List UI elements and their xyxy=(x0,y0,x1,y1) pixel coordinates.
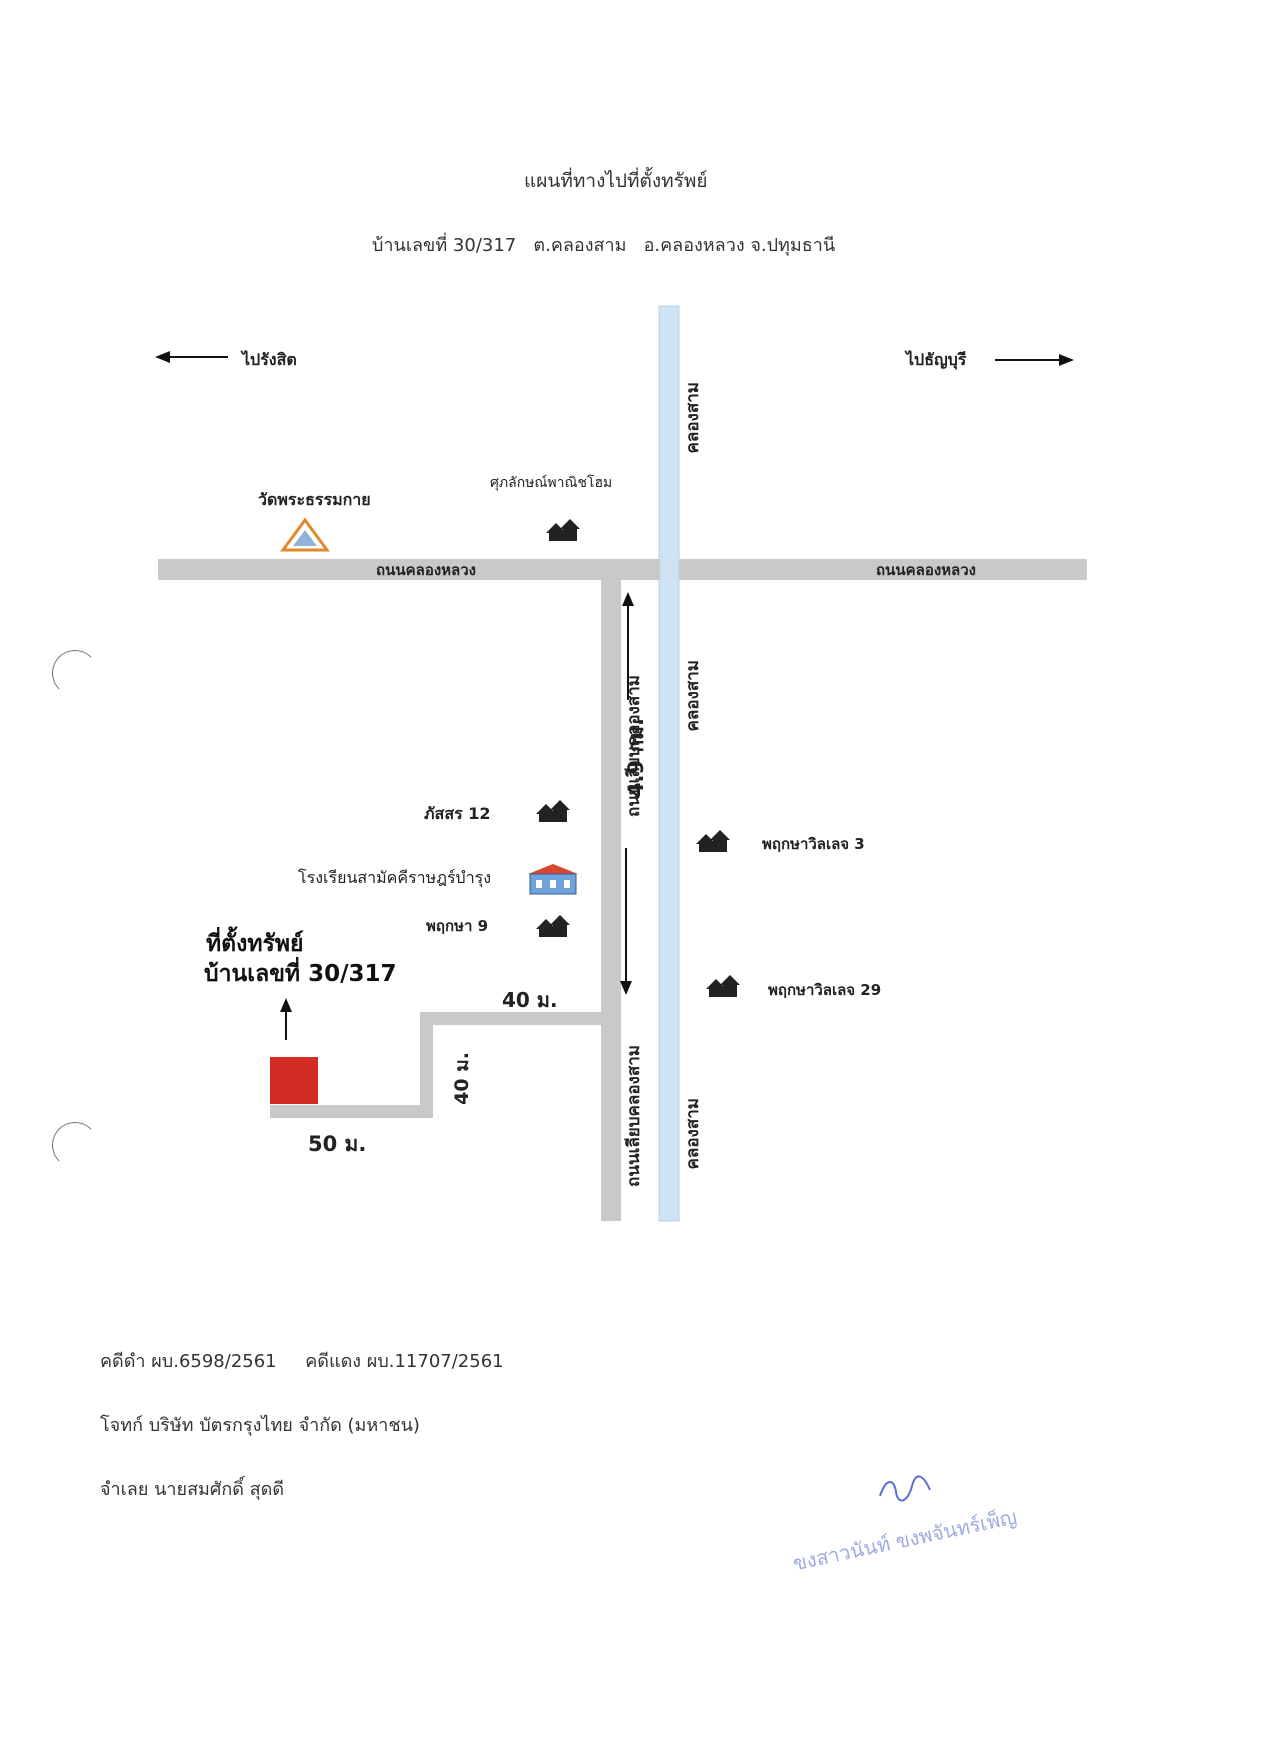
canal-label-mid: คลองสาม xyxy=(683,660,703,732)
property-marker xyxy=(270,1057,318,1104)
soi-segment-horizontal-40m xyxy=(420,1012,610,1025)
distance-label-4-9-km: 4.9 กม. xyxy=(624,718,648,798)
temple-icon xyxy=(280,517,330,552)
landmark-label-temple: วัดพระธรรมกาย xyxy=(258,490,371,509)
distance-arrow-down-icon xyxy=(620,848,632,995)
distance-label-50m: 50 ม. xyxy=(308,1132,367,1156)
village-house-icon-pruksa-ville29 xyxy=(706,975,740,997)
canal-label-bottom: คลองสาม xyxy=(683,1098,703,1170)
arrow-left-icon xyxy=(155,351,228,363)
road-label-khlong-luang-right: ถนนคลองหลวง xyxy=(876,561,976,579)
canal-label-top: คลองสาม xyxy=(683,382,703,454)
road-liap-khlong-sam xyxy=(601,578,621,1221)
road-khlong-luang-right xyxy=(679,559,1087,580)
village-house-icon-pruksa9 xyxy=(536,915,570,937)
address-line: บ้านเลขที่ 30/317 ต.คลองสาม อ.คลองหลวง จ… xyxy=(372,235,836,256)
direction-label-thanyaburi: ไปธัญบุรี xyxy=(906,350,967,369)
punch-hole-bottom xyxy=(52,1122,98,1168)
landmark-label-pruksa9: พฤกษา 9 xyxy=(426,917,489,935)
plaintiff-line: โจทก์ บริษัท บัตรกรุงไทย จำกัด (มหาชน) xyxy=(100,1415,420,1436)
village-house-icon-supalai xyxy=(546,519,580,541)
village-house-icon-pasasorn xyxy=(536,800,570,822)
landmark-label-school: โรงเรียนสามัคคีราษฎร์บำรุง xyxy=(298,868,492,887)
landmark-label-pasasorn: ภัสสร 12 xyxy=(424,804,491,823)
landmark-label-supalai: ศุภลักษณ์พาณิชโฮม xyxy=(490,475,613,491)
road-label-khlong-luang-left: ถนนคลองหลวง xyxy=(376,561,476,579)
road-khlong-luang-left xyxy=(158,559,660,580)
property-pointer-arrow-icon xyxy=(280,998,292,1040)
village-house-icon-pruksa-ville3 xyxy=(696,830,730,852)
punch-hole-top xyxy=(52,650,98,696)
landmark-label-pruksa-ville3: พฤกษาวิลเลจ 3 xyxy=(762,835,865,853)
arrow-right-icon xyxy=(995,354,1074,366)
distance-arrow-up-icon xyxy=(622,592,634,700)
school-icon xyxy=(528,864,578,895)
distance-label-40m-vertical: 40 ม. xyxy=(451,1052,473,1105)
case-numbers: คดีดำ ผบ.6598/2561 คดีแดง ผบ.11707/2561 xyxy=(100,1351,504,1372)
distance-label-40m-horizontal: 40 ม. xyxy=(502,988,558,1012)
property-label-line1: ที่ตั้งทรัพย์ xyxy=(206,931,304,957)
property-label-line2: บ้านเลขที่ 30/317 xyxy=(204,961,397,987)
soi-segment-horizontal-50m xyxy=(270,1105,433,1118)
road-label-liap-khlong-sam-lower: ถนนเลียบคลองสาม xyxy=(624,1045,644,1187)
defendant-line: จำเลย นายสมศักดิ์ สุดดี xyxy=(100,1479,285,1500)
map-title: แผนที่ทางไปที่ตั้งทรัพย์ xyxy=(524,170,708,192)
landmark-label-pruksa-ville29: พฤกษาวิลเลจ 29 xyxy=(768,981,882,999)
direction-label-rangsit: ไปรังสิต xyxy=(242,350,297,369)
soi-segment-vertical-40m xyxy=(420,1012,433,1118)
handwritten-signature xyxy=(879,1475,931,1502)
canal-khlong-sam xyxy=(658,305,680,1222)
